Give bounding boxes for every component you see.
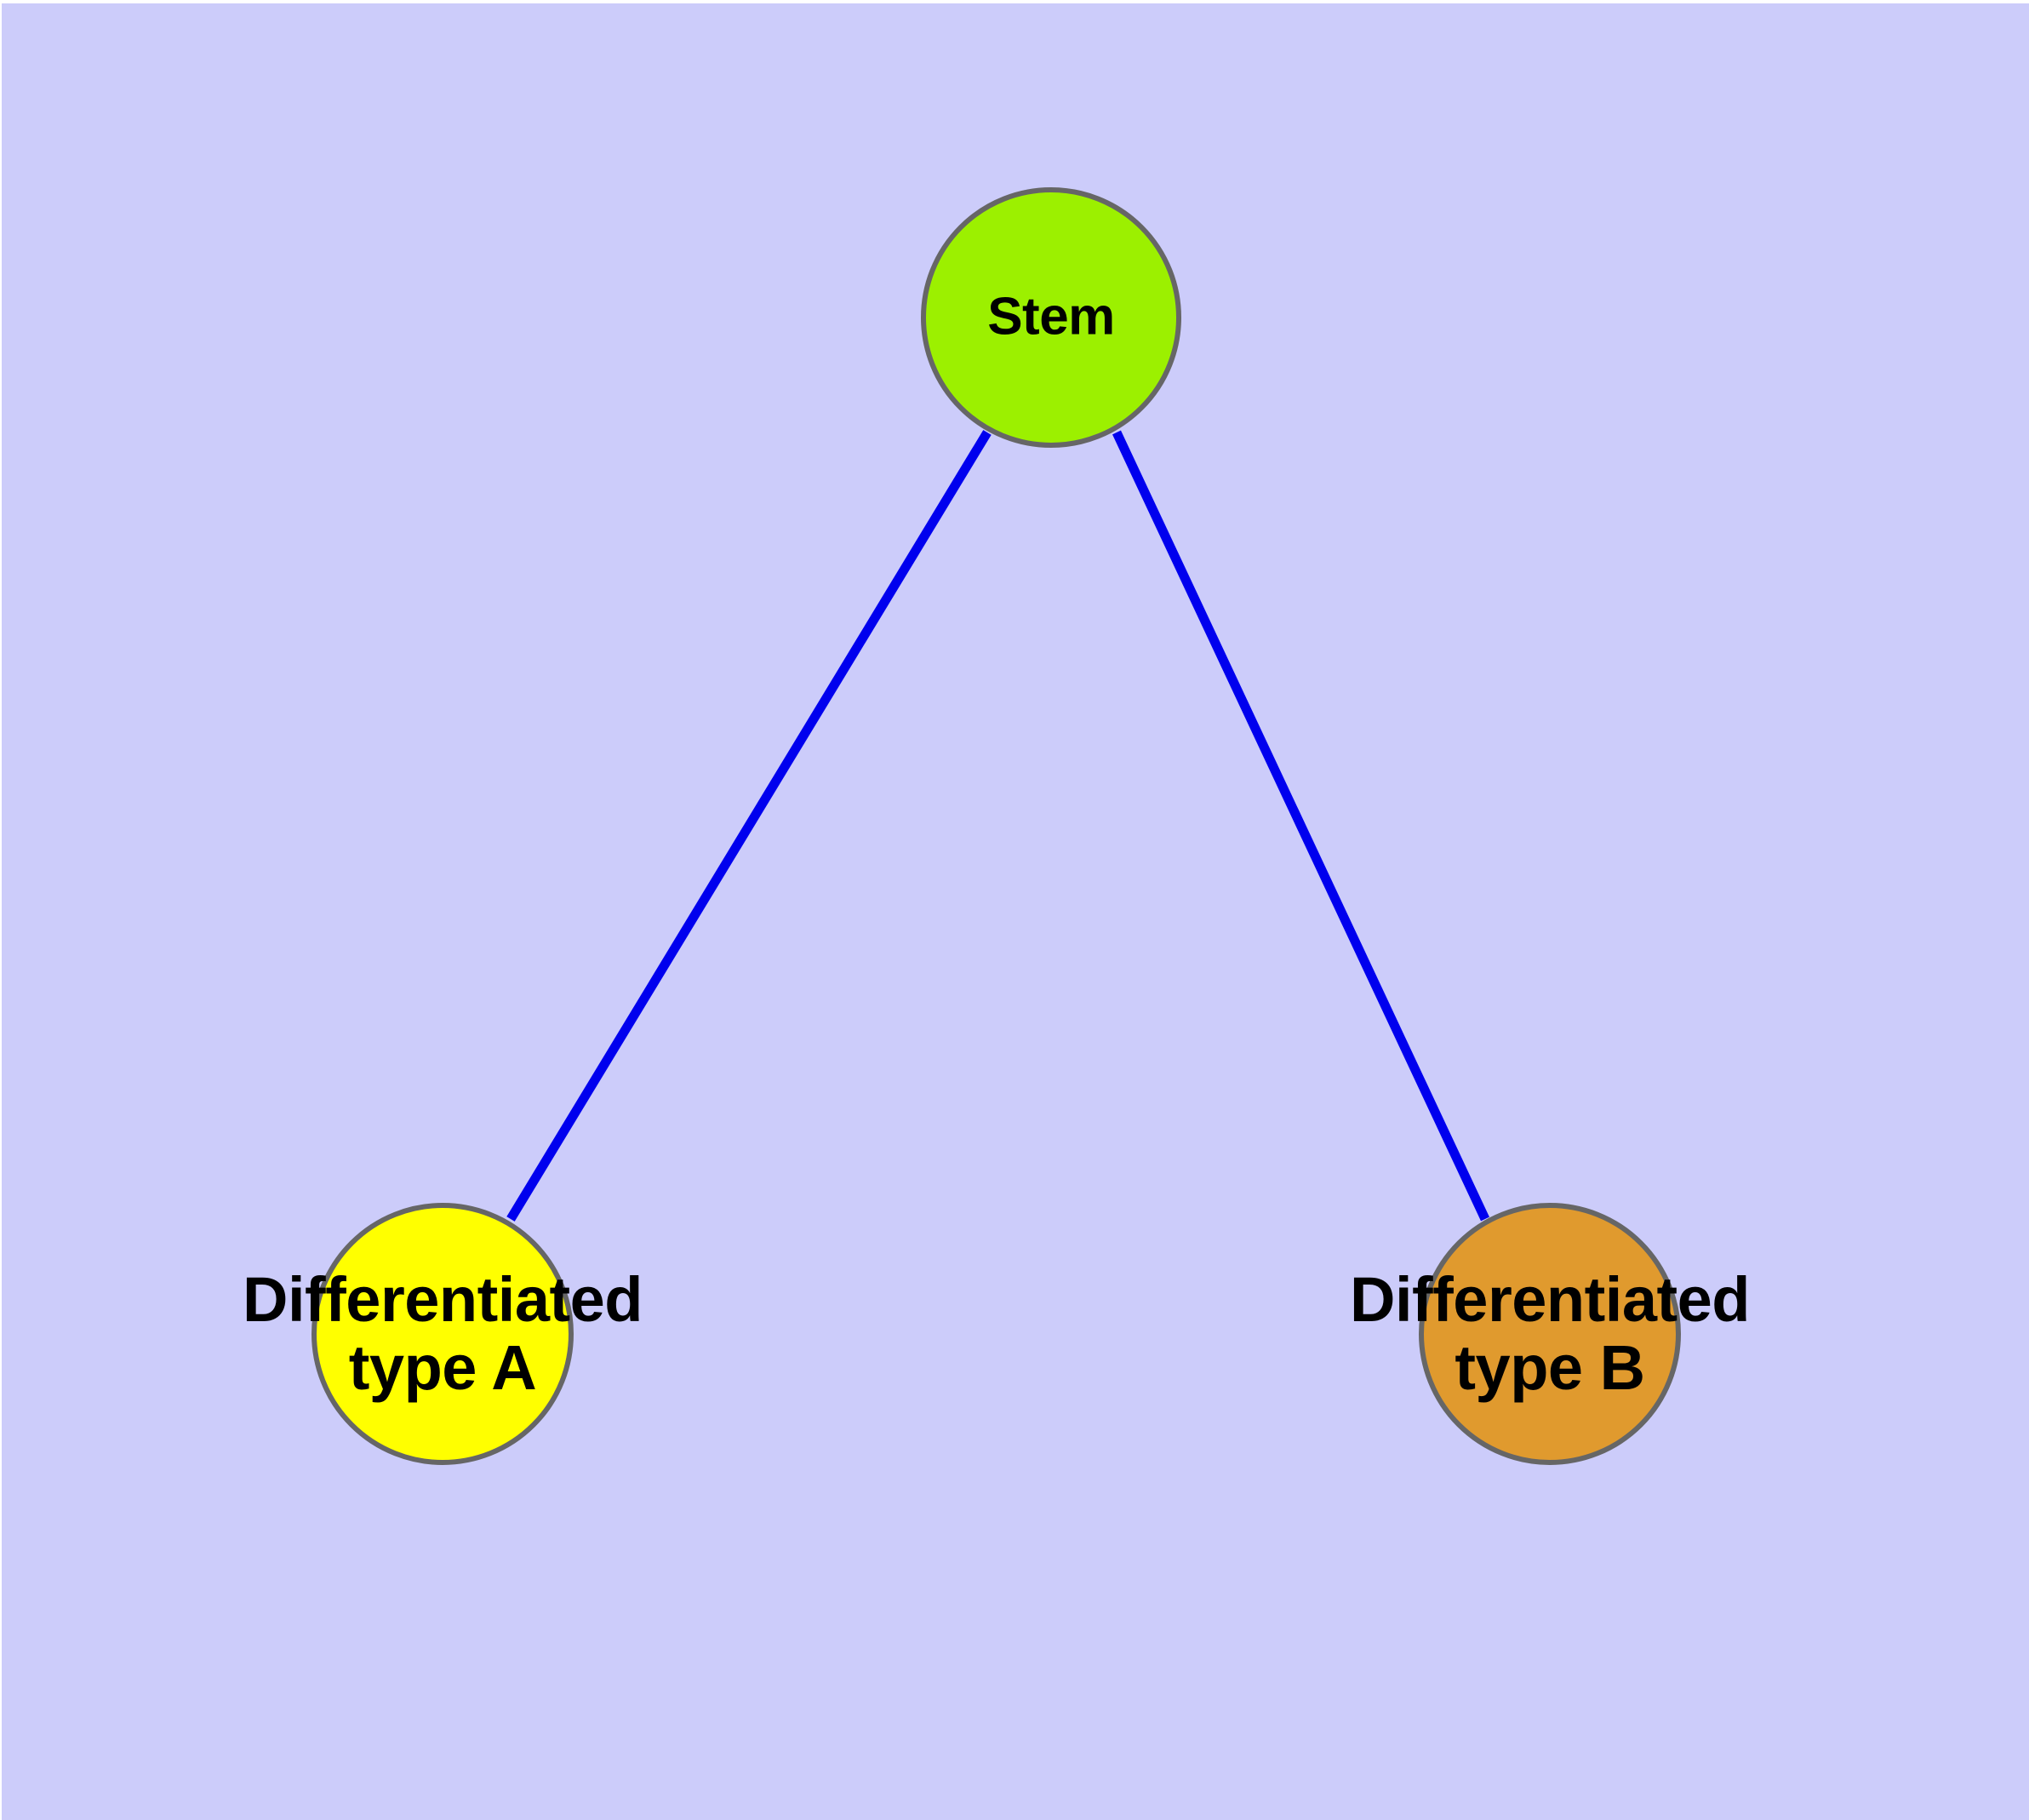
node-differentiated-type-a[interactable]: Differentiated type A [243,1203,643,1465]
node-differentiated-type-a-label: Differentiated type A [243,1264,643,1403]
node-differentiated-type-b-circle[interactable] [1419,1203,1681,1465]
node-stem-label: Stem [987,287,1115,346]
node-differentiated-type-b[interactable]: Differentiated type B [1350,1203,1750,1465]
edge-stem-to-diff-b [1112,430,1489,1222]
edge-stem-to-diff-a [506,430,992,1222]
node-stem[interactable]: Stem [921,187,1181,448]
node-differentiated-type-a-circle[interactable] [311,1203,574,1465]
node-stem-circle[interactable] [921,187,1181,448]
node-differentiated-type-b-label: Differentiated type B [1350,1264,1750,1403]
